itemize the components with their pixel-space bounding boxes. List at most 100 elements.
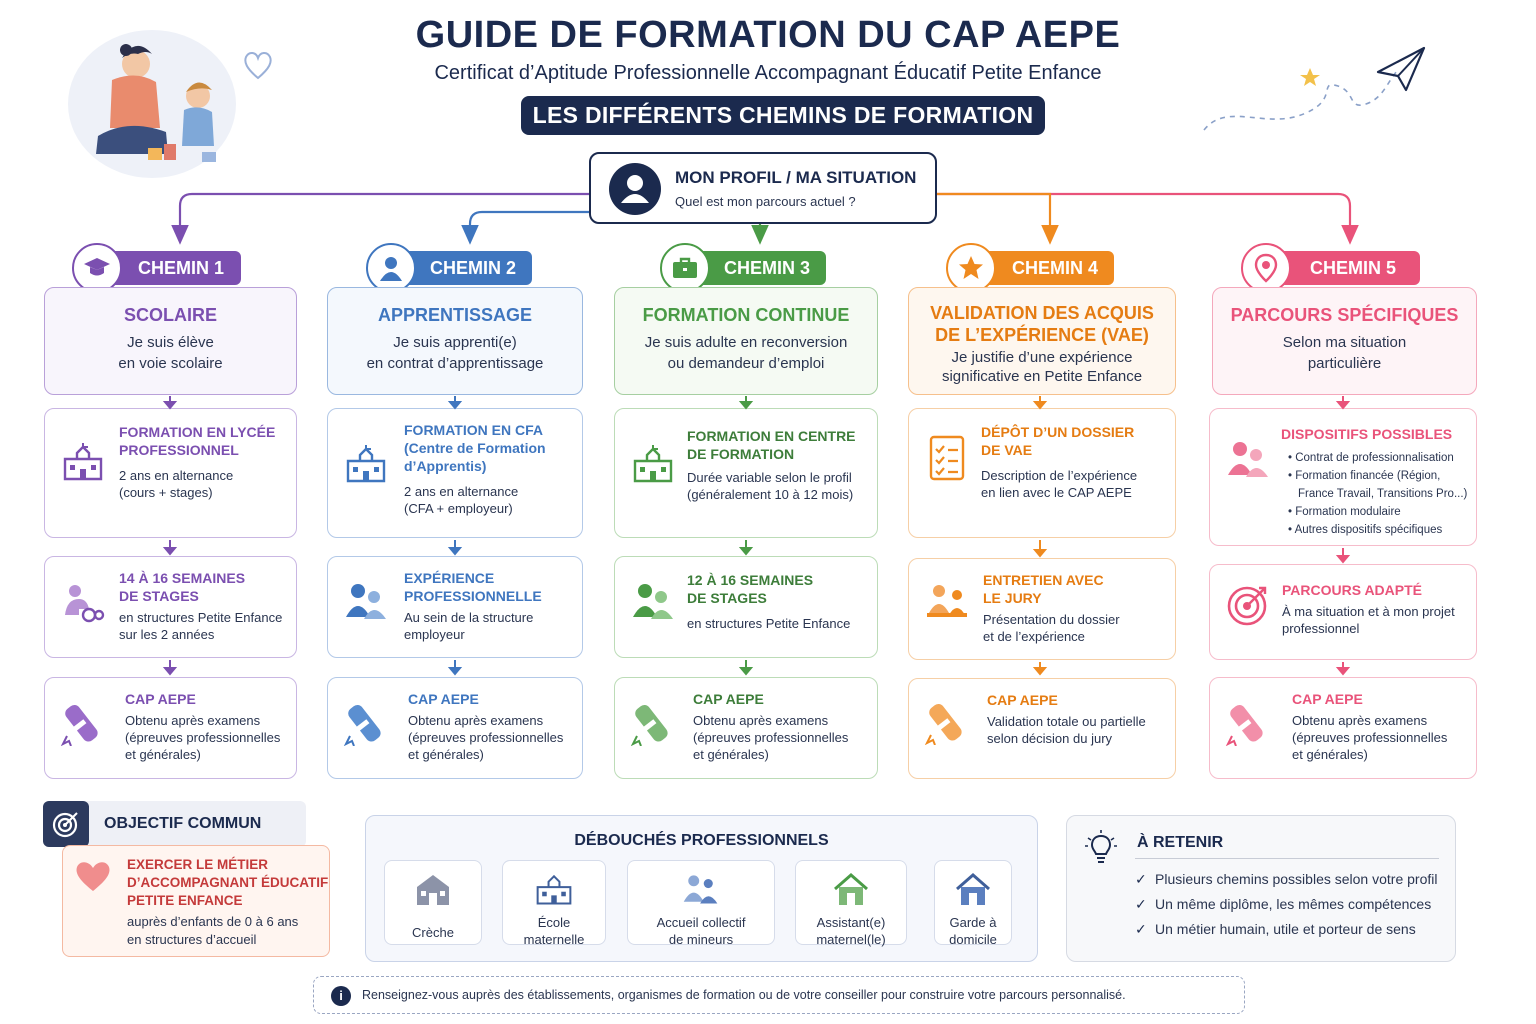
- step-title: ENTRETIEN AVEC: [983, 572, 1104, 588]
- star-icon: [946, 243, 996, 293]
- step-desc: (cours + stages): [119, 485, 213, 500]
- debouche-label: Assistant(e): [816, 915, 886, 930]
- chemin-5-desc-line: Selon ma situation: [1282, 334, 1407, 351]
- paper-plane-icon: [1203, 46, 1426, 131]
- chemin-5-step-3: CAP AEPE Obtenu après examens(épreuves p…: [1209, 677, 1477, 779]
- step-title: d’Apprentis): [404, 458, 487, 474]
- chemin-3-desc-line: Je suis adulte en reconversion: [644, 334, 848, 351]
- heart-outline-icon: [244, 52, 272, 80]
- step-title: DÉPÔT D’UN DOSSIER: [981, 424, 1135, 440]
- step-title: CAP AEPE: [1292, 691, 1363, 707]
- diploma-icon: [1224, 698, 1272, 746]
- chemin-5-step-1: DISPOSITIFS POSSIBLES Contrat de profess…: [1209, 408, 1477, 546]
- step-title: CAP AEPE: [125, 691, 196, 707]
- step-title: DISPOSITIFS POSSIBLES: [1281, 426, 1453, 442]
- objectif-title: D’ACCOMPAGNANT ÉDUCATIF: [127, 875, 329, 890]
- chemin-2-desc-line: en contrat d’apprentissage: [366, 355, 544, 372]
- list-item: Contrat de professionnalisation: [1288, 449, 1467, 467]
- retenir-item: ✓ Plusieurs chemins possibles selon votre…: [1135, 871, 1437, 888]
- home-icon: [834, 873, 868, 905]
- check-icon: ✓: [1135, 871, 1147, 887]
- step-desc: Obtenu après examens: [1292, 713, 1428, 728]
- step-title: PROFESSIONNELLE: [404, 588, 542, 604]
- school-building-icon: [342, 439, 390, 487]
- school-building-icon: [629, 439, 677, 487]
- info-text: Renseignez-vous auprès des établissement…: [362, 988, 1126, 1002]
- debouche-label: domicile: [949, 932, 997, 947]
- chemin-3-step-3: CAP AEPE Obtenu après examens(épreuves p…: [614, 677, 878, 779]
- debouche-label: Crèche: [412, 925, 454, 940]
- chemin-2-step-3: CAP AEPE Obtenu après examens (épreuves p…: [327, 677, 583, 779]
- step-desc: en structures Petite Enfance: [119, 610, 283, 625]
- step-desc: employeur: [404, 627, 465, 642]
- list-item: Autres dispositifs spécifiques: [1288, 521, 1467, 539]
- jury-icon: [923, 577, 971, 625]
- home-icon: [956, 873, 990, 905]
- retenir-item: ✓Un métier humain, utile et porteur de s…: [1135, 921, 1416, 938]
- people-icon: [629, 577, 677, 625]
- list-item: Formation modulaire: [1288, 503, 1467, 521]
- retenir-divider: [1135, 858, 1439, 859]
- diploma-icon: [923, 697, 971, 745]
- diploma-icon: [59, 698, 107, 746]
- step-title: CAP AEPE: [693, 691, 764, 707]
- child-play-icon: [59, 579, 107, 627]
- step-desc: en structures Petite Enfance: [687, 616, 851, 631]
- step-desc: et de l’expérience: [983, 629, 1085, 644]
- house-icon: [417, 875, 449, 905]
- step-desc: Obtenu après examens: [693, 713, 829, 728]
- step-desc: selon décision du jury: [987, 731, 1113, 746]
- mother-child-illustration: [68, 30, 236, 178]
- target-icon: [1224, 581, 1272, 629]
- retenir-title: À RETENIR: [1137, 834, 1224, 851]
- profile-title: MON PROFIL / MA SITUATION: [675, 168, 917, 187]
- debouche-assistant-maternel: Assistant(e)maternel(le): [795, 860, 907, 947]
- location-pin-icon: [1241, 243, 1291, 293]
- step-desc: et générales): [125, 747, 201, 762]
- step-desc: Au sein de la structure: [404, 610, 534, 625]
- retenir-panel: À RETENIR ✓ Plusieurs chemins possibles s…: [1066, 815, 1456, 962]
- step-title: CAP AEPE: [408, 691, 479, 707]
- step-desc: 2 ans en alternance: [119, 468, 234, 483]
- lightbulb-icon: [1085, 830, 1117, 863]
- step-title: (Centre de Formation: [404, 440, 546, 456]
- step-desc: Durée variable selon le profil: [687, 470, 852, 485]
- chemin-1-desc-line: Je suis élève: [127, 334, 214, 351]
- heart-icon: [76, 862, 110, 891]
- retenir-item-text: Plusieurs chemins possibles selon votre …: [1155, 871, 1438, 887]
- graduation-cap-icon: [72, 243, 122, 293]
- people-icon: [342, 577, 390, 625]
- step-title: PARCOURS ADAPTÉ: [1282, 582, 1423, 598]
- debouches-title: DÉBOUCHÉS PROFESSIONNELS: [574, 832, 829, 849]
- school-building-icon: [536, 874, 572, 905]
- school-building-icon: [59, 437, 107, 485]
- debouche-label: Garde à: [949, 915, 997, 930]
- retenir-item: ✓Un même diplôme, les mêmes compétences: [1135, 896, 1431, 913]
- checklist-icon: [923, 433, 971, 481]
- step-title: FORMATION EN CFA: [404, 422, 543, 438]
- chemin-1-desc-line: en voie scolaire: [118, 355, 223, 372]
- step-desc: Obtenu après examens: [408, 713, 544, 728]
- chemin-5-label: CHEMIN 5: [1268, 251, 1420, 285]
- chemin-4-desc-line: Je justifie d’une expérience: [951, 349, 1133, 366]
- dispositifs-list: Contrat de professionnalisation Formatio…: [1288, 449, 1468, 539]
- step-desc: (épreuves professionnelles: [408, 730, 564, 745]
- chemin-2-heading: APPRENTISSAGE: [377, 305, 533, 325]
- debouche-label: École: [537, 915, 571, 930]
- connector-lines: [171, 192, 1359, 245]
- step-desc: sur les 2 années: [119, 627, 215, 642]
- step-desc: Présentation du dossier: [983, 612, 1120, 627]
- section-banner: LES DIFFÉRENTS CHEMINS DE FORMATION: [521, 96, 1045, 135]
- step-desc: professionnel: [1282, 621, 1360, 636]
- chemin-3-desc-line: ou demandeur d’emploi: [667, 355, 825, 372]
- step-title: FORMATION EN CENTRE: [687, 428, 856, 444]
- check-icon: ✓: [1135, 921, 1147, 937]
- chemin-3-heading-card: FORMATION CONTINUE Je suis adulte en rec…: [614, 287, 878, 395]
- chemin-4-label: CHEMIN 4: [972, 251, 1114, 285]
